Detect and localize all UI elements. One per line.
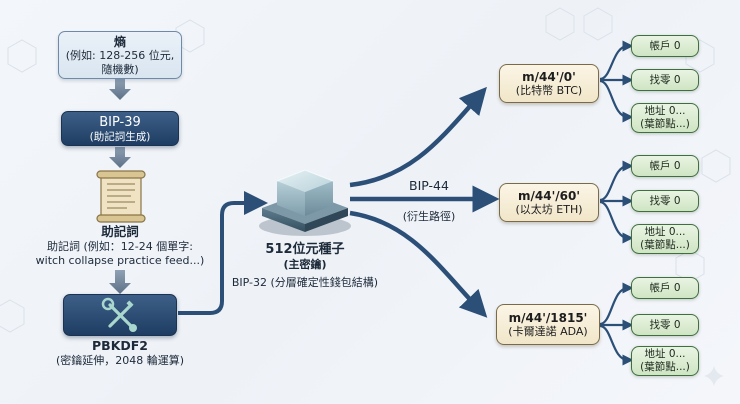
bip44-subtitle: (衍生路徑) (402, 210, 456, 223)
path-btc: m/44'/0' (522, 70, 576, 84)
bip39-title: BIP-39 (99, 115, 141, 130)
bip44-title: BIP-44 (409, 178, 449, 193)
path-box-eth: m/44'/60' (以太坊 ETH) (499, 183, 599, 222)
arrow-seed-to-btc (349, 86, 487, 188)
leaf-btc-address: 地址 0... (葉節點...) (631, 103, 699, 133)
mnemonic-title: 助記詞 (101, 224, 139, 239)
pbkdf2-subtitle: (密鑰延伸，2048 輪運算) (55, 354, 185, 367)
path-box-ada: m/44'/1815' (卡爾達諾 ADA) (496, 304, 600, 345)
leaf-btc-change-label: 找零 0 (649, 73, 681, 86)
path-eth: m/44'/60' (517, 189, 580, 203)
leaf-eth-change-label: 找零 0 (649, 194, 681, 207)
entropy-line2: 隨機數) (101, 63, 139, 76)
leaf-btc-address-line1: 地址 0... (644, 105, 686, 117)
sparkle-icon (704, 366, 724, 386)
entropy-box: 熵 (例如: 128-256 位元, 隨機數) (58, 31, 182, 79)
arrow-entropy-to-bip39 (109, 79, 131, 100)
path-ada: m/44'/1815' (508, 311, 588, 325)
leaf-ada-address: 地址 0... (葉節點...) (631, 346, 699, 376)
leaf-eth-account-label: 帳戶 0 (649, 159, 681, 172)
bip39-subtitle: (助記詞生成) (89, 131, 151, 143)
leaf-btc-account-label: 帳戶 0 (649, 39, 681, 52)
leaf-ada-change-label: 找零 0 (649, 318, 681, 331)
entropy-line1: (例如: 128-256 位元, (65, 49, 175, 62)
bip39-box: BIP-39 (助記詞生成) (61, 111, 179, 146)
branch-connectors (599, 40, 634, 366)
leaf-ada-address-line2: (葉節點...) (640, 361, 690, 373)
mnemonic-line1: 助記詞 (例如：12-24 個單字: (47, 240, 193, 253)
entropy-title: 熵 (113, 35, 126, 49)
arrow-seed-to-ada (349, 210, 488, 318)
pbkdf2-label: PBKDF2 (密鑰延伸，2048 輪運算) (20, 338, 220, 368)
mnemonic-label: 助記詞 助記詞 (例如：12-24 個單字: witch collapse pr… (8, 224, 232, 268)
leaf-btc-account: 帳戶 0 (631, 35, 699, 57)
wrench-key-icon (101, 297, 137, 332)
coin-btc: (比特幣 BTC) (515, 84, 583, 97)
leaf-eth-address-line1: 地址 0... (644, 226, 686, 238)
seed-title: 512位元種子 (265, 242, 345, 257)
mnemonic-line2: witch collapse practice feed...) (35, 254, 205, 267)
scroll-icon (96, 170, 146, 223)
leaf-ada-address-line1: 地址 0... (644, 348, 686, 360)
leaf-eth-account: 帳戶 0 (631, 155, 699, 177)
pbkdf2-box (63, 294, 177, 336)
leaf-ada-change: 找零 0 (631, 314, 699, 336)
leaf-eth-address: 地址 0... (葉節點...) (631, 224, 699, 254)
coin-ada: (卡爾達諾 ADA) (508, 325, 588, 338)
leaf-eth-address-line2: (葉節點...) (640, 239, 690, 251)
seed-subtitle: (主密鑰) (283, 258, 327, 271)
leaf-ada-account: 帳戶 0 (631, 277, 699, 299)
coin-eth: (以太坊 ETH) (515, 203, 583, 216)
leaf-btc-address-line2: (葉節點...) (640, 118, 690, 130)
seed-note: BIP-32 (分層確定性錢包結構) (231, 276, 379, 289)
pbkdf2-title: PBKDF2 (92, 338, 148, 353)
leaf-ada-account-label: 帳戶 0 (649, 281, 681, 294)
left-column-arrows (109, 79, 131, 294)
cube-icon (259, 169, 351, 236)
arrow-pbkdf2-to-seed (178, 191, 268, 315)
arrow-bip39-to-mnemonic (109, 147, 131, 168)
leaf-btc-change: 找零 0 (631, 69, 699, 91)
arrow-mnemonic-to-pbkdf2 (109, 270, 131, 294)
path-box-btc: m/44'/0' (比特幣 BTC) (499, 64, 599, 103)
seed-label: 512位元種子 (主密鑰) BIP-32 (分層確定性錢包結構) (215, 242, 395, 290)
hex-pattern (0, 7, 731, 333)
leaf-eth-change: 找零 0 (631, 190, 699, 212)
